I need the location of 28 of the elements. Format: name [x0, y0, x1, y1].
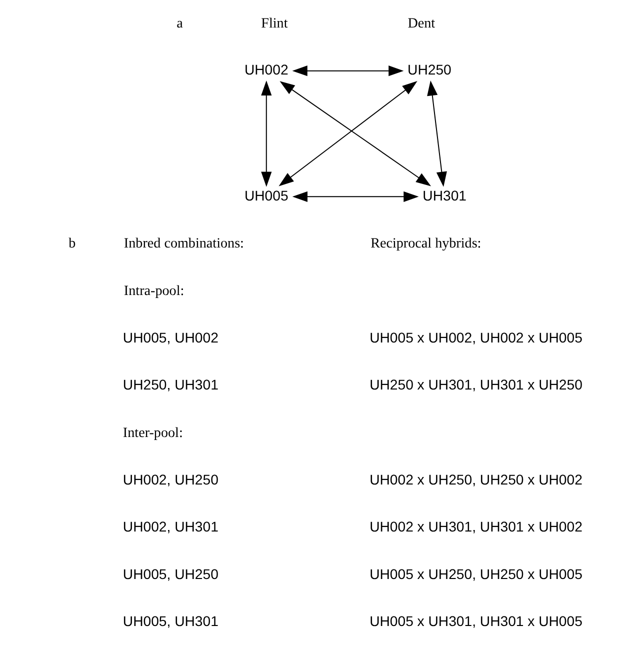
label: UH005, UH301 [122, 613, 218, 630]
label: UH005 x UH301, UH301 x UH005 [369, 613, 582, 630]
label: UH005 x UH002, UH002 x UH005 [369, 329, 582, 346]
label: Flint [260, 15, 288, 32]
label: b [68, 236, 76, 252]
label: UH250 x UH301, UH301 x UH250 [369, 376, 582, 393]
label: UH005 x UH250, UH250 x UH005 [369, 566, 582, 582]
label: Dent [407, 15, 435, 32]
label: UH250, UH301 [122, 376, 218, 393]
label: UH002 x UH301, UH301 x UH002 [369, 518, 582, 535]
label: UH005, UH002 [122, 329, 218, 346]
arrow [260, 80, 272, 187]
node-text: UH250 [407, 62, 451, 78]
label: UH002 x UH250, UH250 x UH002 [369, 471, 582, 488]
label: Inter-pool: [122, 424, 182, 441]
node-text: UH002 [244, 62, 288, 78]
arrow [292, 191, 418, 202]
label: Intra-pool: [123, 283, 184, 300]
arrow [292, 66, 404, 76]
label: UH005, UH250 [122, 566, 218, 582]
node-text: UH301 [422, 187, 466, 204]
label: UH002, UH301 [122, 518, 218, 535]
arrow [426, 80, 446, 187]
label: UH002, UH250 [122, 471, 218, 488]
label: Inbred combinations: [123, 236, 244, 252]
label: a [176, 15, 182, 32]
node-text: UH005 [244, 187, 288, 204]
label: Reciprocal hybrids: [370, 236, 481, 252]
